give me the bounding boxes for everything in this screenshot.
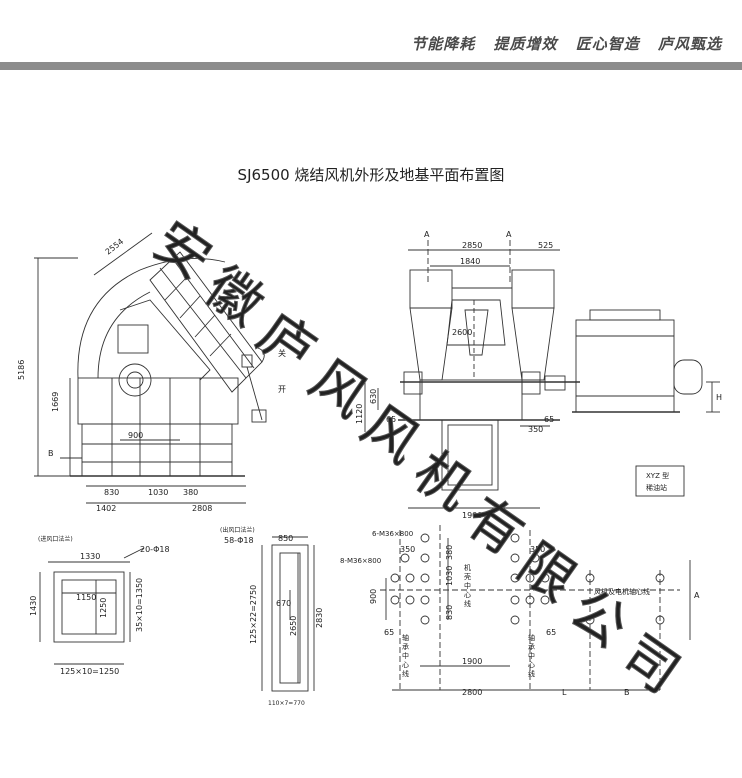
label-a-found: A xyxy=(694,591,700,600)
dim-2808: 2808 xyxy=(192,504,212,513)
dim-35x10: 35×10=1350 xyxy=(135,578,144,632)
dim-110x7: 110×7=770 xyxy=(268,700,305,707)
dimension-labels: 2554 5186 1669 900 830 1030 380 1402 280… xyxy=(17,230,722,707)
dim-1900-found: 1900 xyxy=(462,657,482,666)
dim-2650: 2650 xyxy=(289,616,298,636)
label-m36-8: 8-M36×800 xyxy=(340,557,381,565)
drawing-title: SJ6500 烧结风机外形及地基平面布置图 xyxy=(237,166,505,184)
text-casing-center: 机壳中心线 xyxy=(464,563,471,608)
oil-station-title: XYZ 型 xyxy=(646,471,669,480)
dim-65-found-a: 65 xyxy=(384,628,394,637)
side-view xyxy=(34,232,267,504)
label-b-found: B xyxy=(624,688,630,697)
dim-1250: 1250 xyxy=(99,598,108,618)
dim-1330: 1330 xyxy=(80,552,100,561)
front-view xyxy=(364,240,720,509)
dim-350-found-b: 350 xyxy=(530,545,545,554)
dim-850: 850 xyxy=(278,534,293,543)
label-a-right: A xyxy=(506,230,512,239)
dim-2600: 2600 xyxy=(452,328,472,337)
dim-2850: 2850 xyxy=(462,241,482,250)
inlet-flange-caption: (进风口法兰) xyxy=(38,535,73,543)
label-b-side: B xyxy=(48,449,54,458)
dim-1030-side: 1030 xyxy=(148,488,168,497)
dim-outlet-holes: 58-Φ18 xyxy=(224,536,254,545)
slogan-bar: 节能降耗 提质增效 匠心智造 庐风甄选 xyxy=(399,33,722,54)
vertical-labels: 机壳中心线 轴承中心线 轴承中心线 xyxy=(402,563,535,678)
text-motor-axis: 风机及电机轴心线 xyxy=(594,587,650,596)
dim-350-front: 350 xyxy=(528,425,543,434)
dim-670: 670 xyxy=(276,599,291,608)
slogan-2: 提质增效 xyxy=(493,35,558,53)
label-h: H xyxy=(716,393,722,402)
dim-1430: 1430 xyxy=(29,596,38,616)
header-divider-bar xyxy=(0,62,742,70)
text-bearing-center-2: 轴承中心线 xyxy=(528,633,535,678)
slogan-3: 匠心智造 xyxy=(575,35,640,53)
dim-inlet-holes: 20-Φ18 xyxy=(140,545,170,554)
label-close: 关 xyxy=(278,348,286,358)
slogan-4: 庐风甄选 xyxy=(657,35,722,53)
dim-125x22: 125×22=2750 xyxy=(249,585,258,644)
dim-65-found-b: 65 xyxy=(546,628,556,637)
label-l: L xyxy=(562,688,567,697)
dim-1900-front: 1900 xyxy=(462,511,482,520)
dim-1402: 1402 xyxy=(96,504,116,513)
dim-2800: 2800 xyxy=(462,688,482,697)
dim-1030-found: 1030 xyxy=(445,566,454,586)
dim-380-side: 380 xyxy=(183,488,198,497)
text-bearing-center-1: 轴承中心线 xyxy=(402,633,409,678)
dim-830-side: 830 xyxy=(104,488,119,497)
dim-380-found: 380 xyxy=(445,545,454,560)
outlet-flange-view xyxy=(261,536,315,692)
dim-1840: 1840 xyxy=(460,257,480,266)
dim-350-found-a: 350 xyxy=(400,545,415,554)
label-a-left: A xyxy=(424,230,430,239)
slogan-1: 节能降耗 xyxy=(411,35,476,53)
dim-5186: 5186 xyxy=(17,360,26,380)
dim-1150: 1150 xyxy=(76,593,96,602)
dim-1120: 1120 xyxy=(355,404,364,424)
outlet-flange-caption: (出风口法兰) xyxy=(220,526,255,534)
dim-525: 525 xyxy=(538,241,553,250)
label-open: 开 xyxy=(278,385,286,394)
dim-65-front-a: 65 xyxy=(386,415,396,424)
label-m36-6: 6-M36×800 xyxy=(372,530,413,538)
dim-65-front-b: 65 xyxy=(544,415,554,424)
dim-900-found: 900 xyxy=(369,589,378,604)
dim-1669: 1669 xyxy=(51,392,60,412)
dim-125x10: 125×10=1250 xyxy=(60,667,119,676)
inlet-flange-view xyxy=(39,547,145,665)
oil-station-sub: 稀油站 xyxy=(646,483,667,492)
dim-830-found: 830 xyxy=(445,605,454,620)
foundation-plan xyxy=(380,525,691,691)
dim-2830: 2830 xyxy=(315,608,324,628)
dim-900-side: 900 xyxy=(128,431,143,440)
dim-2554: 2554 xyxy=(104,237,126,257)
dim-630: 630 xyxy=(369,389,378,404)
